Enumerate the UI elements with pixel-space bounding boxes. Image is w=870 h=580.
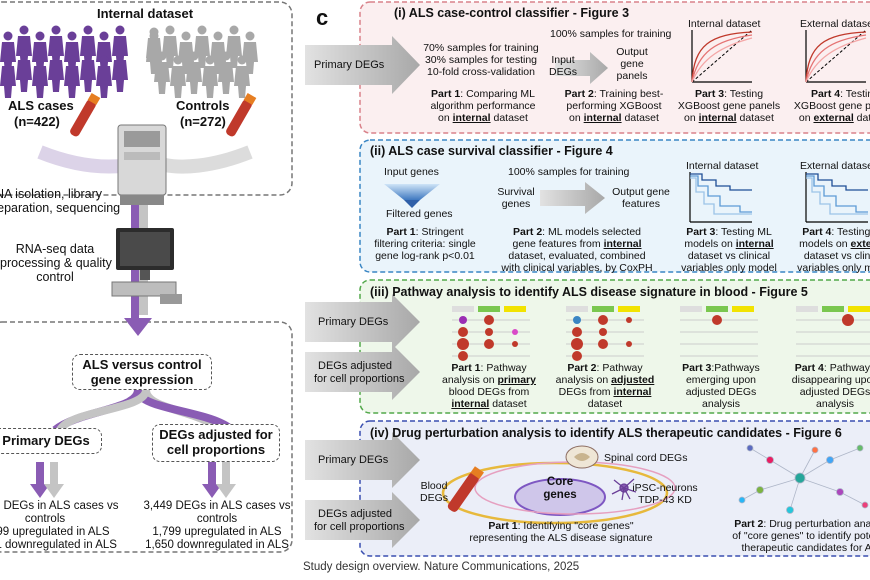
als-cases-count: (n=422) bbox=[14, 114, 60, 129]
panel-iv-input-primary: Primary DEGs bbox=[318, 454, 389, 466]
panel-iv-box bbox=[359, 420, 870, 557]
input-arrow bbox=[305, 344, 420, 400]
blood-tube-icon bbox=[226, 92, 257, 137]
panel-i-internal-label: Internal dataset bbox=[688, 18, 761, 30]
spinal-cord-icon bbox=[565, 445, 599, 469]
panel-i-box bbox=[359, 1, 870, 134]
km-chart-external bbox=[805, 172, 868, 223]
internal-dataset-box bbox=[0, 1, 293, 196]
dotplot-adjusted bbox=[566, 306, 644, 361]
panel-iii-part4: Part 4: Pathways disappearing upon adjus… bbox=[791, 362, 870, 410]
panel-i-part4: Part 4: Testing XGBoost gene panels on e… bbox=[793, 88, 870, 124]
blood-tube-icon bbox=[447, 466, 484, 512]
funnel-icon bbox=[384, 184, 440, 208]
panel-ii-survival-genes: Survival genes bbox=[497, 186, 535, 210]
dotplot-primary bbox=[452, 306, 530, 361]
panel-iii-part2: Part 2: Pathway analysis on adjusted DEG… bbox=[555, 362, 655, 410]
panel-iii-box bbox=[359, 279, 870, 414]
panel-i-title: (i) ALS case-control classifier - Figure… bbox=[394, 6, 630, 20]
drug-network bbox=[738, 444, 869, 514]
panel-i-part2: Part 2: Training best- performing XGBoos… bbox=[564, 88, 664, 124]
panel-iv-part2: Part 2: Drug perturbation analysis of "c… bbox=[732, 518, 870, 554]
controls-count: (n=272) bbox=[180, 114, 226, 129]
als-cases-label: ALS cases bbox=[8, 98, 74, 113]
input-arrow bbox=[305, 36, 420, 94]
internal-dataset-title: Internal dataset bbox=[96, 6, 194, 21]
km-chart-internal bbox=[689, 172, 752, 223]
panel-iii-title: (iii) Pathway analysis to identify ALS d… bbox=[370, 285, 808, 299]
panel-ii-part3: Part 3: Testing ML models on internal da… bbox=[681, 226, 777, 274]
panel-i-input: Primary DEGs bbox=[314, 59, 385, 71]
roc-chart-internal bbox=[691, 29, 753, 83]
blood-degs-label: Blood DEGs bbox=[419, 480, 448, 504]
input-arrow bbox=[305, 294, 420, 350]
panel-ii-external-label: External dataset bbox=[800, 160, 870, 172]
als-cases-crowd bbox=[0, 25, 128, 98]
adjusted-degs-box: DEGs adjusted for cell proportions bbox=[152, 424, 280, 462]
panel-i-train-split: 70% samples for training 30% samples for… bbox=[423, 42, 539, 78]
neuron-icon bbox=[611, 478, 637, 501]
adjusted-degs-stats: 3,449 DEGs in ALS cases vs controls 1,79… bbox=[143, 500, 291, 551]
core-genes-label: Core genes bbox=[543, 476, 577, 501]
panel-iii-input-adjusted: DEGs adjusted for cell proportions bbox=[314, 360, 405, 385]
cases-flow-arrow bbox=[37, 145, 132, 174]
spinal-cord-degs-label: Spinal cord DEGs bbox=[604, 452, 688, 464]
panel-i-full-training: 100% samples for training bbox=[550, 28, 672, 40]
venn-diagram bbox=[441, 461, 676, 525]
panel-iii-input-primary: Primary DEGs bbox=[318, 316, 389, 328]
panel-i-external-label: External dataset bbox=[800, 18, 870, 30]
blood-tube-icon bbox=[70, 92, 101, 137]
rna-isolation-step: RNA isolation, library preparation, sequ… bbox=[0, 187, 121, 215]
training-arrow bbox=[540, 182, 605, 214]
panel-i-output-panels: Output gene panels bbox=[616, 46, 648, 82]
panel-iv-title: (iv) Drug perturbation analysis to ident… bbox=[370, 426, 842, 440]
ipsc-neurons-label: iPSC-neurons TDP-43 KD bbox=[632, 482, 698, 506]
figure-caption: Study design overview. Nature Communicat… bbox=[303, 561, 580, 573]
controls-flow-arrow bbox=[163, 145, 253, 174]
dotplot-disappearing bbox=[796, 306, 870, 357]
panel-ii-title: (ii) ALS case survival classifier - Figu… bbox=[370, 144, 613, 158]
panel-iii-part3: Part 3:Pathways emerging upon adjusted D… bbox=[682, 362, 760, 410]
panel-ii-output-features: Output gene features bbox=[612, 186, 670, 210]
panel-i-part1: Part 1: Comparing ML algorithm performan… bbox=[430, 88, 536, 124]
panel-iii-part1: Part 1: Pathway analysis on primary bloo… bbox=[442, 362, 536, 410]
panel-ii-full-training: 100% samples for training bbox=[508, 166, 630, 178]
panel-ii-part2: Part 2: ML models selected gene features… bbox=[501, 226, 653, 274]
panel-ii-box bbox=[359, 139, 870, 273]
input-arrow bbox=[305, 432, 420, 488]
panel-letter: c bbox=[316, 5, 329, 30]
panel-i-part3: Part 3: Testing XGBoost gene panels on i… bbox=[677, 88, 781, 124]
input-arrow bbox=[305, 492, 420, 548]
panel-i-input-degs: Input DEGs bbox=[548, 54, 577, 78]
controls-crowd bbox=[146, 25, 258, 98]
panel-ii-part4: Part 4: Testing ML models on external da… bbox=[797, 226, 870, 274]
panel-iv-input-adjusted: DEGs adjusted for cell proportions bbox=[314, 508, 405, 533]
sequencer-icon bbox=[117, 124, 167, 205]
down-arrow bbox=[124, 318, 152, 336]
qc-step: RNA-seq data processing & quality contro… bbox=[0, 242, 112, 284]
dotplot-emerging bbox=[680, 306, 758, 357]
als-vs-control-box: ALS versus control gene expression bbox=[72, 354, 212, 390]
panel-iv-part1: Part 1: Identifying "core genes" represe… bbox=[469, 520, 653, 544]
training-arrow bbox=[555, 52, 608, 84]
primary-degs-box: Primary DEGs bbox=[0, 428, 102, 454]
panel-ii-internal-label: Internal dataset bbox=[686, 160, 759, 172]
panel-ii-input-genes: Input genes bbox=[384, 166, 439, 178]
panel-ii-part1: Part 1: Stringent filtering criteria: si… bbox=[374, 226, 476, 262]
primary-degs-stats: 2,740 DEGs in ALS cases vs controls 1,39… bbox=[0, 500, 119, 551]
computer-icon bbox=[111, 228, 182, 304]
panel-ii-filtered-genes: Filtered genes bbox=[386, 208, 453, 220]
roc-chart-external bbox=[805, 29, 867, 83]
controls-label: Controls bbox=[176, 98, 230, 113]
